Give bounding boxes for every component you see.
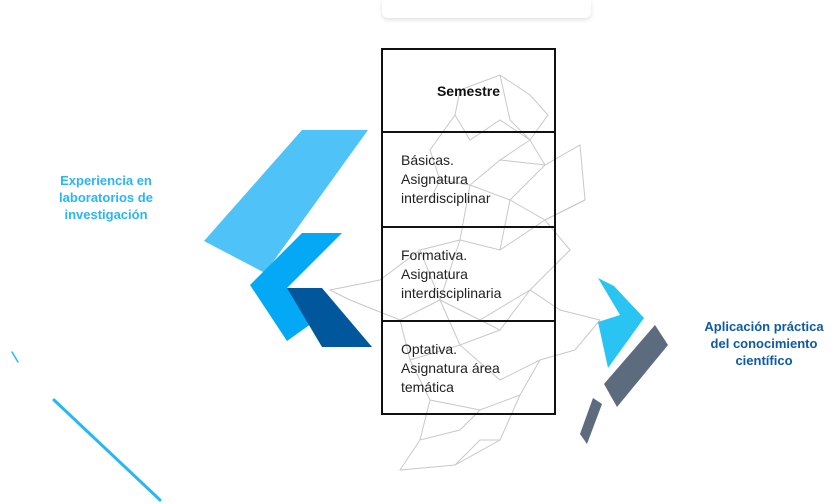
arrow-cyan-chevron [598,278,644,368]
semester-table: Semestre Básicas. Asignatura interdiscip… [381,48,556,415]
left-label: Experiencia en laboratorios de investiga… [59,173,153,222]
cell-text-optativa: Optativa. Asignatura área temática [401,341,500,395]
cell-text-basicas: Básicas. Asignatura interdisciplinar [401,152,491,206]
network-mesh-graphic [328,74,601,471]
table-header: Semestre [436,82,501,99]
flutter-logo-icon [204,130,372,347]
table-header-cell: Semestre [383,50,554,133]
arrow-slate-small [580,398,602,444]
left-decorative-lines [11,351,162,502]
table-cell-formativa: Formativa. Asignatura interdisciplinaria [383,228,554,322]
table-cell-basicas: Básicas. Asignatura interdisciplinar [383,133,554,228]
logo-bottom-chevron [287,288,372,347]
table-cell-optativa: Optativa. Asignatura área temática [383,322,554,415]
logo-top-bar [204,130,368,273]
arrow-slate-bar [604,325,668,407]
right-label: Aplicación práctica del conocimiento cie… [704,319,824,368]
top-card [382,0,591,18]
right-arrow-graphic [580,278,668,444]
cell-text-formativa: Formativa. Asignatura interdisciplinaria [401,247,502,301]
